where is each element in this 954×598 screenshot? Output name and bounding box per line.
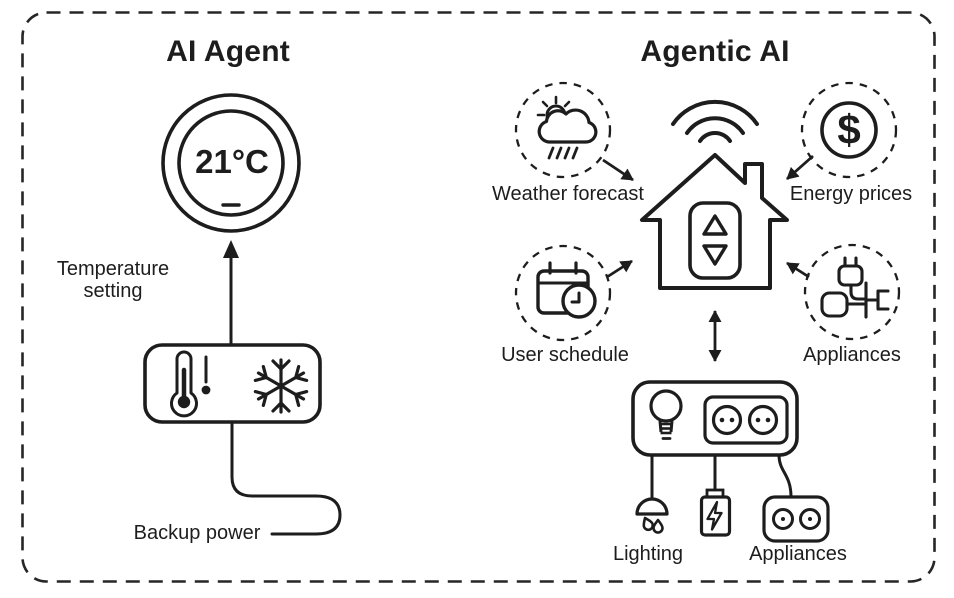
schedule-node-circle: [514, 244, 612, 342]
pendant-lamp-icon: [635, 497, 669, 534]
appliances-to-house-arrow: [786, 261, 810, 279]
right-panel-title: Agentic AI: [640, 35, 790, 68]
backup-power-wire: [230, 420, 342, 536]
energy-prices-label: Energy prices: [789, 183, 913, 205]
smart-home-icon: [640, 153, 789, 290]
lightbulb-icon: [649, 389, 683, 440]
calendar-clock-icon: [536, 261, 597, 319]
thermostat-panel-icon: [688, 201, 742, 280]
sun-rain-cloud-icon: [536, 95, 598, 160]
outlet-box-icon: [762, 495, 830, 543]
energy-node-circle: [800, 81, 898, 179]
snowflake-icon: [253, 358, 309, 414]
schedule-to-house-arrow: [606, 259, 633, 279]
weather-to-house-arrow: [602, 158, 634, 182]
dollar-coin-icon: [820, 101, 878, 159]
thermostat-dial-icon: [161, 93, 301, 233]
appliances-node-circle: [803, 243, 901, 341]
thermometer-icon: [170, 350, 211, 418]
plug-socket-icon: [820, 256, 890, 319]
appliances-output-label: Appliances: [749, 543, 847, 565]
temperature-setting-label: Temperature setting: [48, 258, 178, 302]
dollar-symbol: $: [837, 106, 861, 153]
thermostat-reading: 21°C: [195, 143, 269, 180]
device-wires: [650, 454, 793, 498]
energy-to-house-arrow: [786, 154, 814, 181]
wifi-icon: [671, 100, 759, 143]
weather-node-circle: [514, 81, 612, 179]
temperature-setting-line2: setting: [83, 280, 143, 302]
temperature-setting-line1: Temperature: [56, 258, 170, 280]
appliances-input-label: Appliances: [803, 344, 901, 366]
left-panel-title: AI Agent: [166, 35, 290, 68]
power-strip-icon: [631, 380, 799, 457]
weather-forecast-label: Weather forecast: [492, 183, 644, 205]
battery-icon: [699, 488, 732, 537]
lighting-label: Lighting: [612, 543, 684, 565]
strip-outlets-icon: [703, 395, 789, 445]
diagram-border: [21, 11, 936, 583]
temperature-setting-arrow: [223, 240, 239, 345]
hvac-control-box: [143, 343, 322, 424]
user-schedule-label: User schedule: [501, 344, 629, 366]
backup-power-label: Backup power: [133, 522, 261, 544]
